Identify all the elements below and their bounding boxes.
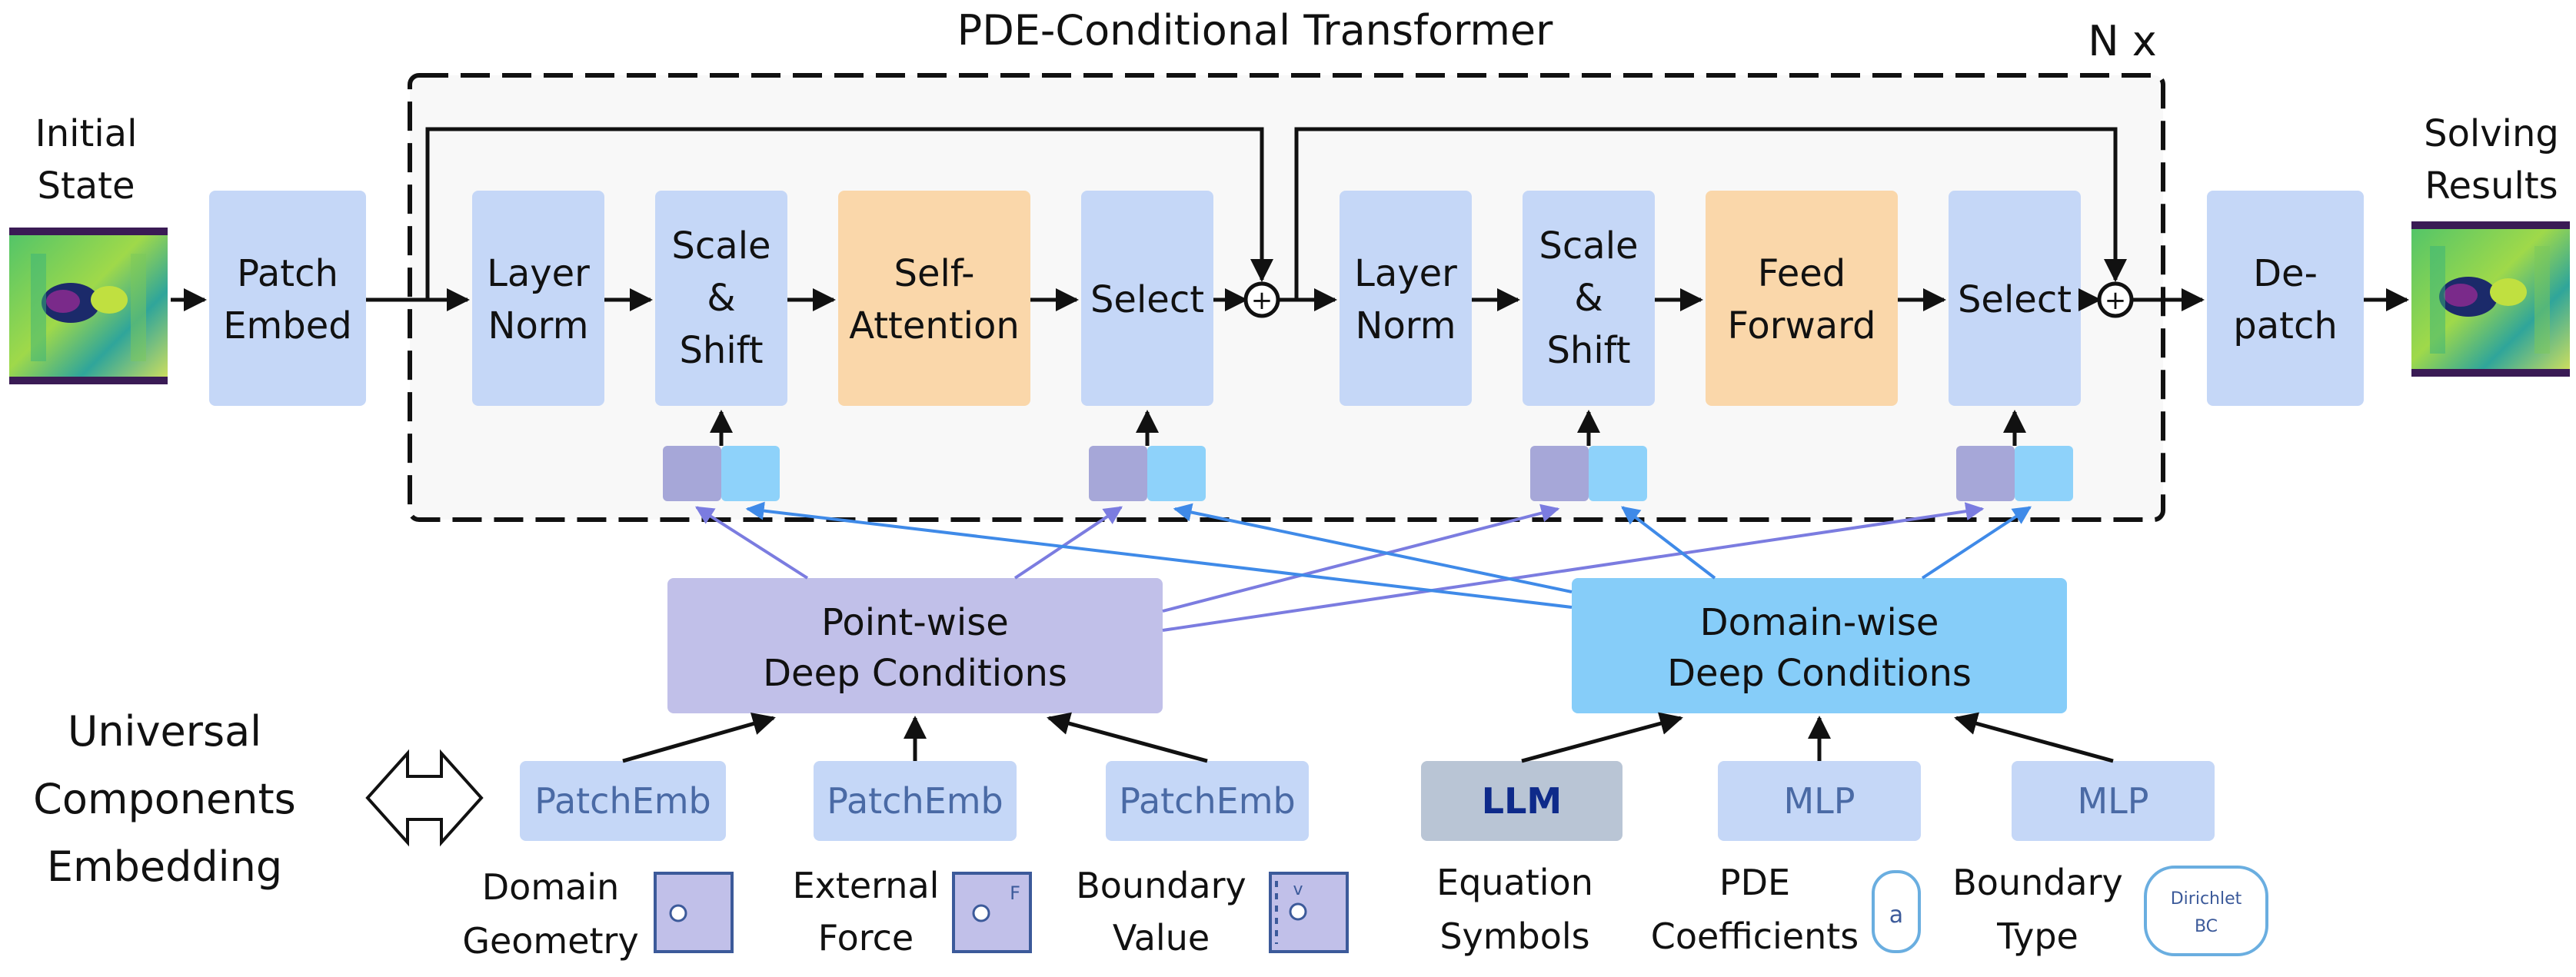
embedder-patchemb-1: PatchEmb	[520, 761, 726, 841]
scale-shift-2-box	[1523, 191, 1655, 406]
patch-embed-label-line2: Embed	[223, 304, 352, 347]
pde-coefficients-icon: a	[1872, 870, 1921, 953]
component-pde-coefficients-label: PDE	[1719, 862, 1790, 903]
embedder-patchemb-3-label: PatchEmb	[1119, 780, 1295, 822]
layer-norm-2-box	[1340, 191, 1472, 406]
solving-results-label: Solving	[2424, 112, 2559, 155]
layer-norm-2-label-line2: Norm	[1356, 304, 1456, 347]
feed-forward-label-line2: Forward	[1727, 304, 1875, 347]
depatch-box	[2207, 191, 2364, 406]
pde-coefficients-icon-letter: a	[1889, 902, 1903, 929]
residual-add-node-1: +	[1243, 281, 1280, 318]
embedder-mlp-1-label: MLP	[1783, 780, 1855, 822]
main-flow-arrows	[171, 127, 2409, 446]
component-domain-geometry-label-line2: Geometry	[462, 920, 638, 962]
depatch-label: De-	[2253, 252, 2318, 295]
embedder-mlp-2: MLP	[2012, 761, 2215, 841]
component-boundary-value-label: Boundary	[1076, 865, 1246, 906]
layer-norm-1-label-line2: Norm	[488, 304, 589, 347]
embedder-llm-label: LLM	[1482, 780, 1562, 822]
component-equation-symbols-label-line2: Symbols	[1439, 916, 1589, 957]
scale-shift-2-label: Scale	[1539, 224, 1638, 268]
component-domain-geometry-label: Domain	[482, 866, 620, 908]
universal-embedding-label: Universal	[68, 707, 261, 756]
select-2-label: Select	[1958, 278, 2072, 321]
condition-chip-pair-1	[663, 446, 780, 501]
embedder-patchemb-1-label: PatchEmb	[534, 780, 711, 822]
repeat-label: N x	[2088, 17, 2157, 65]
svg-text:+: +	[2105, 285, 2127, 316]
universal-embedding-label-line3: Embedding	[47, 842, 282, 891]
scale-shift-1-amp: &	[707, 277, 735, 320]
svg-text:+: +	[1251, 285, 1273, 316]
universal-embedding-label-line2: Components	[33, 775, 296, 823]
boundary-value-icon: v	[1269, 872, 1349, 953]
domainwise-conditions-label-line2: Deep Conditions	[1667, 652, 1972, 695]
depatch-label-line2: patch	[2233, 304, 2338, 347]
embedder-patchemb-2-label: PatchEmb	[827, 780, 1003, 822]
domain-geometry-icon	[654, 872, 734, 953]
component-pde-coefficients-label-line2: Coefficients	[1651, 916, 1859, 957]
condition-chip-pair-4	[1956, 446, 2073, 501]
pointwise-conditions-box	[667, 578, 1163, 713]
component-equation-symbols-label: Equation	[1436, 862, 1593, 903]
boundary-type-icon: Dirichlet BC	[2144, 866, 2268, 956]
scale-shift-1-label-line3: Shift	[679, 329, 763, 372]
embedder-llm: LLM	[1421, 761, 1622, 841]
component-boundary-value-label-line2: Value	[1113, 917, 1210, 959]
boundary-type-icon-line2: BC	[2195, 917, 2218, 936]
scale-shift-1-box	[655, 191, 787, 406]
condition-chip-pair-2	[1089, 446, 1206, 501]
residual-add-node-2: +	[2097, 281, 2134, 318]
select-1-label: Select	[1090, 278, 1204, 321]
self-attention-label: Self-	[894, 252, 975, 295]
condition-routing-arrows	[694, 501, 2032, 632]
pointwise-conditions-label: Point-wise	[821, 601, 1009, 644]
select-2-box	[1949, 191, 2081, 406]
self-attention-label-line2: Attention	[849, 304, 1020, 347]
initial-state-label-line2: State	[37, 164, 135, 208]
embedder-mlp-2-label: MLP	[2077, 780, 2148, 822]
solving-results-label-line2: Results	[2425, 164, 2558, 208]
pointwise-conditions-label-line2: Deep Conditions	[763, 652, 1067, 695]
external-force-icon-letter: F	[1010, 882, 1020, 904]
select-1-box	[1081, 191, 1213, 406]
scale-shift-2-label-line3: Shift	[1546, 329, 1630, 372]
layer-norm-2-label: Layer	[1354, 252, 1457, 295]
embedder-mlp-1: MLP	[1718, 761, 1921, 841]
component-boundary-type-label-line2: Type	[1996, 916, 2078, 957]
embedder-patchemb-2: PatchEmb	[814, 761, 1017, 841]
component-boundary-type-label: Boundary	[1952, 862, 2123, 903]
feed-forward-label: Feed	[1758, 252, 1846, 295]
self-attention-box	[838, 191, 1030, 406]
boundary-type-icon-line1: Dirichlet	[2171, 889, 2242, 909]
solving-results-image	[2411, 221, 2570, 377]
domainwise-conditions-label: Domain-wise	[1700, 601, 1939, 644]
layer-norm-1-box	[472, 191, 604, 406]
boundary-value-icon-letter: v	[1293, 880, 1303, 899]
external-force-icon: F	[952, 872, 1032, 953]
layer-norm-1-label: Layer	[487, 252, 590, 295]
initial-state-image	[9, 228, 168, 384]
component-external-force-label: External	[793, 865, 940, 906]
condition-chip-pair-3	[1530, 446, 1647, 501]
initial-state-label: Initial	[35, 112, 138, 155]
scale-shift-2-amp: &	[1574, 277, 1603, 320]
transformer-container	[408, 73, 2165, 522]
domainwise-conditions-box	[1572, 578, 2067, 713]
feed-forward-box	[1706, 191, 1898, 406]
patch-embed-label: Patch	[237, 252, 338, 295]
embedder-arrows	[622, 712, 2114, 763]
embedder-patchemb-3: PatchEmb	[1106, 761, 1309, 841]
double-arrow-icon	[365, 749, 484, 847]
diagram-title: PDE-Conditional Transformer	[957, 6, 1554, 55]
scale-shift-1-label: Scale	[671, 224, 770, 268]
component-external-force-label-line2: Force	[818, 917, 914, 959]
patch-embed-box	[209, 191, 366, 406]
